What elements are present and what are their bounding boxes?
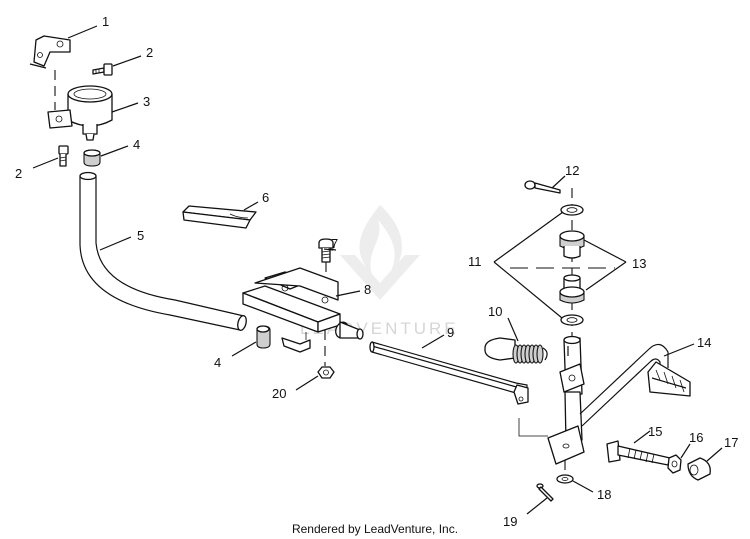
part-4-clamp-upper bbox=[83, 149, 101, 167]
part-9-push-rod bbox=[369, 341, 529, 405]
part-20-nut bbox=[317, 366, 335, 379]
callout-17: 17 bbox=[724, 435, 738, 450]
part-10-spring bbox=[484, 337, 548, 364]
part-19-cotter-pin bbox=[536, 483, 554, 502]
leader-13a bbox=[583, 239, 627, 263]
part-8-master-cylinder bbox=[242, 267, 364, 353]
watermark-logo bbox=[340, 205, 420, 300]
leader-1 bbox=[67, 25, 98, 39]
callout-20: 20 bbox=[272, 386, 286, 401]
leader-6 bbox=[243, 201, 259, 211]
part-14-brake-pedal bbox=[547, 335, 691, 465]
callout-9: 9 bbox=[447, 325, 454, 340]
leader-7b bbox=[327, 248, 337, 251]
leader-11a bbox=[493, 211, 564, 263]
callout-5: 5 bbox=[137, 228, 144, 243]
leader-18 bbox=[572, 480, 594, 493]
callout-13: 13 bbox=[632, 256, 646, 271]
leader-16 bbox=[680, 443, 691, 459]
leader-19 bbox=[526, 497, 548, 515]
callout-16: 16 bbox=[689, 430, 703, 445]
alignment-bracket-14 bbox=[518, 418, 548, 437]
callout-8: 8 bbox=[364, 282, 371, 297]
part-13-bushing-upper bbox=[559, 230, 585, 259]
leader-3 bbox=[111, 102, 139, 113]
callout-10: 10 bbox=[488, 304, 502, 319]
leader-20 bbox=[295, 375, 319, 391]
leader-4-lower bbox=[231, 341, 257, 357]
leader-10 bbox=[507, 317, 519, 342]
part-15-bolt bbox=[606, 440, 671, 466]
part-5-brake-hose bbox=[79, 171, 247, 331]
part-13-bushing-lower bbox=[559, 274, 585, 304]
part-1-bracket bbox=[29, 35, 71, 69]
callout-7: 7 bbox=[331, 236, 338, 251]
part-18-washer bbox=[556, 474, 574, 484]
callout-12: 12 bbox=[565, 163, 579, 178]
part-12-cotter-pin bbox=[524, 180, 561, 194]
callout-4-upper: 4 bbox=[133, 137, 140, 152]
part-11-washer-upper bbox=[560, 204, 584, 216]
callout-1: 1 bbox=[102, 14, 109, 29]
footer-caption: Rendered by LeadVenture, Inc. bbox=[292, 522, 458, 536]
leader-12 bbox=[551, 175, 566, 189]
leader-9 bbox=[421, 334, 445, 349]
callout-6: 6 bbox=[262, 190, 269, 205]
leader-11b bbox=[493, 261, 563, 319]
leader-2-lower bbox=[32, 157, 59, 169]
part-6-sleeve bbox=[182, 205, 257, 229]
callout-14: 14 bbox=[697, 335, 711, 350]
part-4-clamp-lower bbox=[256, 325, 271, 349]
leader-4-upper bbox=[100, 145, 129, 157]
leader-14 bbox=[663, 343, 695, 357]
leader-8 bbox=[335, 290, 361, 297]
part-16-nut bbox=[667, 454, 682, 474]
leader-2-upper bbox=[112, 55, 142, 67]
callout-4-lower: 4 bbox=[214, 355, 221, 370]
callout-2-upper: 2 bbox=[146, 45, 153, 60]
leader-5 bbox=[99, 236, 132, 251]
part-17-cap-nut bbox=[687, 457, 711, 481]
callout-15: 15 bbox=[648, 424, 662, 439]
part-3-reservoir bbox=[47, 85, 113, 141]
callout-2-lower: 2 bbox=[15, 166, 22, 181]
callout-3: 3 bbox=[143, 94, 150, 109]
leader-17 bbox=[706, 447, 723, 462]
callout-11: 11 bbox=[468, 254, 482, 269]
part-2-screw-upper bbox=[92, 63, 113, 76]
part-11-washer-lower bbox=[560, 314, 584, 326]
callout-18: 18 bbox=[597, 487, 611, 502]
part-2-bolt-lower bbox=[58, 145, 69, 167]
callout-19: 19 bbox=[503, 514, 517, 529]
leader-15 bbox=[633, 430, 651, 444]
leader-13b bbox=[585, 261, 627, 291]
